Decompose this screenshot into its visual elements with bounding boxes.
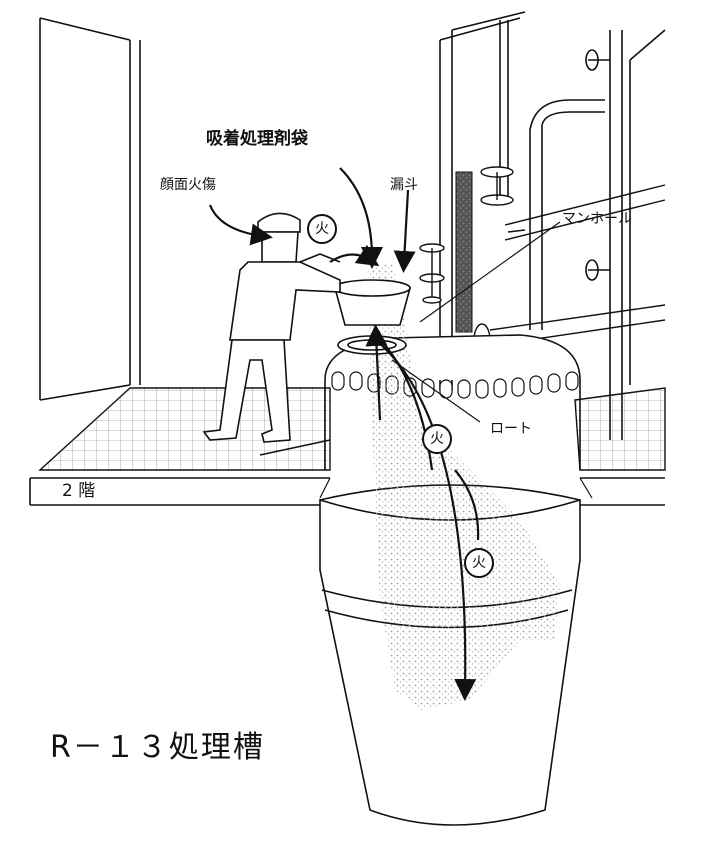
fire-mark-face: 火: [307, 214, 337, 244]
label-floor: 2 階: [62, 481, 96, 501]
funnel: [333, 279, 412, 355]
leader-lines: [391, 221, 561, 423]
manhole-pipes: [473, 184, 666, 357]
back-wall: [39, 17, 141, 401]
fire-mark-tank-inside: 火: [464, 548, 494, 578]
ground-shadow: [319, 477, 593, 499]
label-adsorbent-bag: 吸着処理剤袋: [206, 129, 308, 149]
label-roto: ロート: [490, 421, 532, 437]
floor-grating-right: [574, 387, 666, 471]
floor-grating-left: [38, 387, 331, 471]
valves: [419, 166, 514, 304]
label-manhole: マンホール: [562, 211, 632, 227]
powder-plume: [368, 262, 560, 710]
label-face-burn: 顔面火傷: [160, 177, 216, 193]
label-funnel: 漏斗: [390, 177, 418, 193]
floor-slab: [29, 439, 665, 506]
right-structure: [439, 11, 666, 440]
tank-title: R－１３処理槽: [50, 730, 265, 765]
fire-mark-tank-top: 火: [422, 424, 452, 454]
